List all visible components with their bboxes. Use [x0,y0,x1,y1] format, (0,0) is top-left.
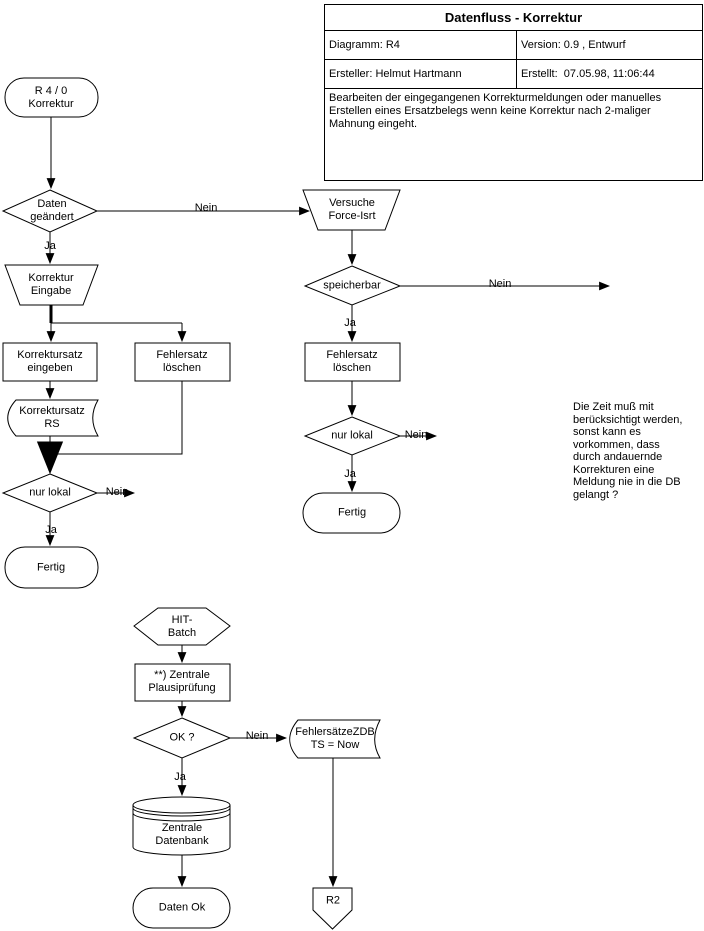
edge-label-nein-daten: Nein [194,202,218,214]
edge-label-nein-speicherbar: Nein [488,278,512,290]
diagram-title: Datenfluss - Korrektur [325,5,702,31]
database-zentrale-datenbank-body [132,805,231,856]
edge-label-nein-nur-lokal-links: Nein [105,486,129,498]
edge-label-ja-nur-lokal-rechts: Ja [344,468,356,480]
terminator-fertig-links-shape [4,546,99,589]
title-block-row-1: Diagramm: R4 Version: 0.9 , Entwurf [325,31,702,60]
annotation-note: Die Zeit muß mit berücksichtigt werden, … [573,401,683,501]
stored-data-korrektursatz-rs-shape [7,399,99,437]
process-zentrale-plausipruefung-shape [134,663,231,702]
decision-ok-shape [132,717,232,759]
process-korrektursatz-eingeben-shape [2,342,98,382]
terminator-daten-ok-shape [132,887,231,929]
manual-input-korrektur-eingabe-shape [4,264,99,306]
diagram-id: Diagramm: R4 [325,31,517,59]
edge-label-ja-daten: Ja [44,240,56,252]
offpage-connector-r2-shape [312,887,353,930]
decision-speicherbar-shape [303,265,402,306]
diagram-description: Bearbeiten der eingegangenen Korrekturme… [329,92,662,130]
diagram-created: Erstellt: 07.05.98, 11:06:44 [521,68,655,80]
diagram-author: Ersteller: Helmut Hartmann [325,60,517,88]
decision-daten-geaendert-shape [1,189,99,233]
edge-label-ja-speicherbar: Ja [344,317,356,329]
preparation-hit-batch-shape [133,607,231,646]
database-disk-line-1 [132,807,231,817]
edge-label-nein-ok: Nein [245,730,269,742]
database-disk-line-2 [132,812,231,822]
terminator-start-shape [4,77,99,118]
terminator-fertig-rechts-shape [302,492,401,534]
diagram-version: Version: 0.9 , Entwurf [521,39,626,51]
decision-nur-lokal-links-shape [1,473,99,513]
decision-nur-lokal-rechts-shape [303,416,402,456]
stored-data-fehlersaetze-zdb-shape [289,719,381,759]
title-block: Datenfluss - Korrektur Diagramm: R4 Vers… [324,4,703,181]
manual-operation-versuche-force-shape [302,189,401,231]
title-block-row-2: Ersteller: Helmut Hartmann Erstellt: 07.… [325,60,702,89]
process-fehlersatz-loeschen-rechts-shape [304,342,401,382]
database-zentrale-datenbank-top [132,796,231,814]
edge-label-ja-nur-lokal-links: Ja [45,524,57,536]
process-fehlersatz-loeschen-links-shape [134,342,231,382]
edge-label-nein-nur-lokal-rechts: Nein [404,429,428,441]
edge-fehlersatz-links-join [50,381,183,455]
edge-label-ja-ok: Ja [174,771,186,783]
